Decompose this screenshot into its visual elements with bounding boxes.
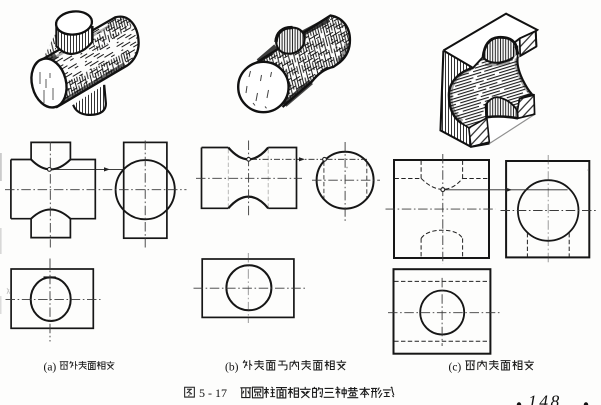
- svg-text:(b): (b): [225, 362, 239, 374]
- svg-text:(a): (a): [44, 362, 57, 374]
- svg-text:(c): (c): [449, 362, 462, 374]
- svg-text:148: 148: [528, 392, 562, 405]
- svg-text:5 - 17: 5 - 17: [199, 386, 227, 400]
